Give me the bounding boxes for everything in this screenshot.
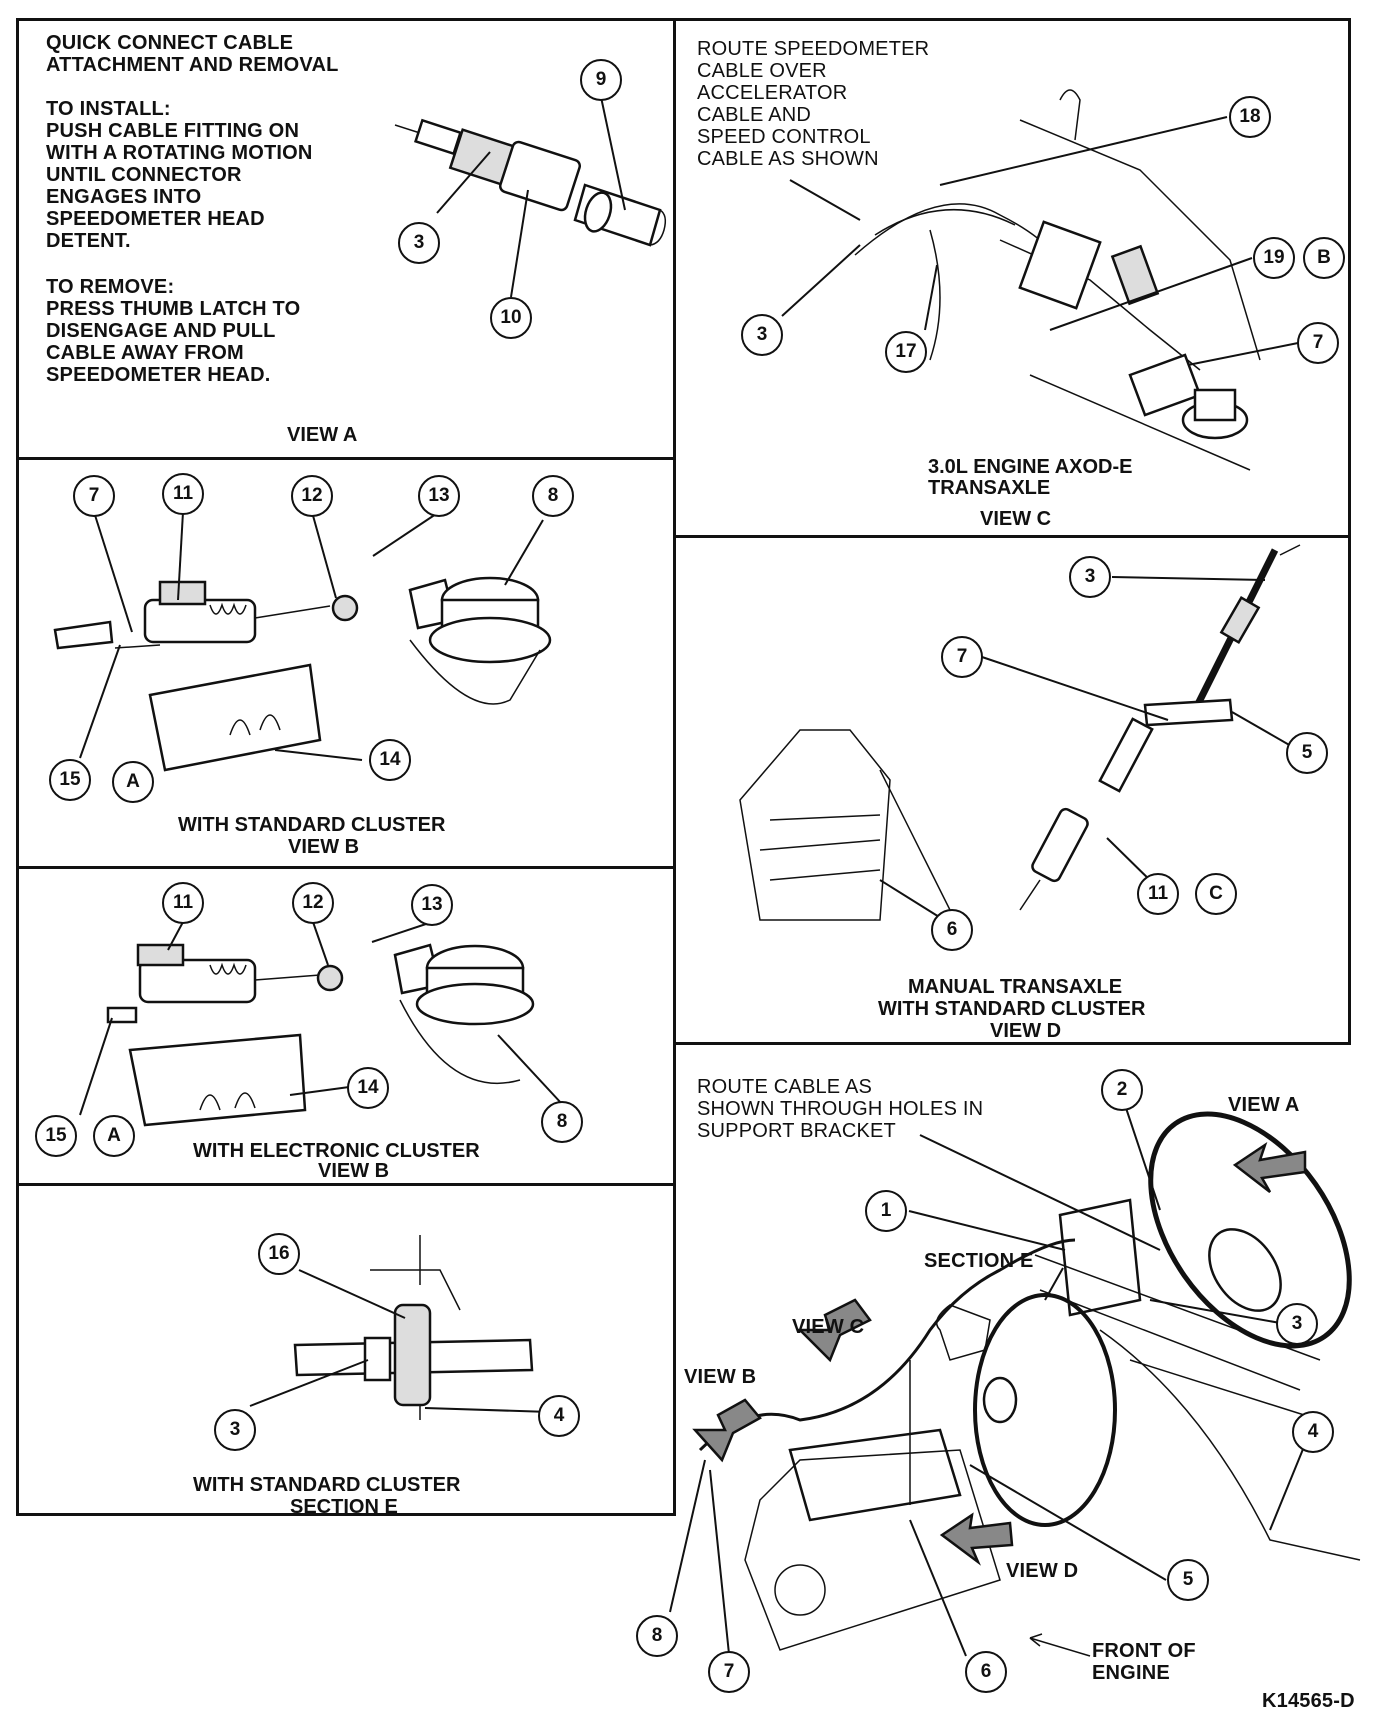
callout-3: 3 xyxy=(741,314,783,356)
callout-3: 3 xyxy=(214,1409,256,1451)
callout-17: 17 xyxy=(885,331,927,373)
view-c-note-line-5: SPEED CONTROL xyxy=(697,126,871,148)
quick-connect-cable-drawing xyxy=(394,118,667,247)
overview-label-front-line-2: ENGINE xyxy=(1092,1662,1170,1684)
callout-18: 18 xyxy=(1229,96,1271,138)
electronic-cluster-drawing xyxy=(106,943,535,1127)
callout-6: 6 xyxy=(965,1651,1007,1693)
callout-2: 2 xyxy=(1101,1069,1143,1111)
callout-3: 3 xyxy=(1276,1303,1318,1345)
overview-label-view-a: VIEW A xyxy=(1228,1094,1300,1116)
overview-label-view-b: VIEW B xyxy=(684,1366,757,1388)
figure-id: K14565-D xyxy=(1262,1690,1355,1712)
callout-10: 10 xyxy=(490,297,532,339)
callout-11: 11 xyxy=(162,473,204,515)
view-d-caption-line-3: VIEW D xyxy=(990,1020,1062,1042)
view-c-note-line-6: CABLE AS SHOWN xyxy=(697,148,879,170)
callout-a: A xyxy=(93,1115,135,1157)
overview-vehicle-drawing xyxy=(692,1111,1361,1657)
callout-3: 3 xyxy=(398,222,440,264)
view-c-note-line-3: ACCELERATOR xyxy=(697,82,848,104)
overview-label-section-e: SECTION E xyxy=(924,1250,1034,1272)
callout-13: 13 xyxy=(418,475,460,517)
callout-5: 5 xyxy=(1167,1559,1209,1601)
callout-b: B xyxy=(1303,237,1345,279)
view-c-engine-drawing xyxy=(854,89,1261,471)
view-b-standard-caption-line-2: VIEW B xyxy=(288,836,360,858)
view-a-install-line-5: ENGAGES INTO xyxy=(46,186,202,208)
view-c-note-line-1: ROUTE SPEEDOMETER xyxy=(697,38,930,60)
callout-14: 14 xyxy=(347,1067,389,1109)
view-b-electronic-caption-line-1: WITH ELECTRONIC CLUSTER xyxy=(193,1140,480,1162)
callout-1: 1 xyxy=(865,1190,907,1232)
overview-label-view-d: VIEW D xyxy=(1006,1560,1079,1582)
callout-4: 4 xyxy=(538,1395,580,1437)
section-e-caption-line-2: SECTION E xyxy=(290,1496,398,1518)
view-a-install-line-6: SPEEDOMETER HEAD xyxy=(46,208,265,230)
callout-14: 14 xyxy=(369,739,411,781)
callout-15: 15 xyxy=(35,1115,77,1157)
view-c-note-line-2: CABLE OVER xyxy=(697,60,827,82)
view-a-heading-line-2: ATTACHMENT AND REMOVAL xyxy=(46,54,339,76)
view-b-standard-caption-line-1: WITH STANDARD CLUSTER xyxy=(178,814,446,836)
callout-12: 12 xyxy=(292,882,334,924)
view-a-heading-line-1: QUICK CONNECT CABLE xyxy=(46,32,294,54)
callout-7: 7 xyxy=(941,636,983,678)
callout-19: 19 xyxy=(1253,237,1295,279)
callout-8: 8 xyxy=(541,1101,583,1143)
callout-8: 8 xyxy=(636,1615,678,1657)
view-a-remove-line-3: DISENGAGE AND PULL xyxy=(46,320,276,342)
callout-3: 3 xyxy=(1069,556,1111,598)
overview-note-line-2: SHOWN THROUGH HOLES IN xyxy=(697,1098,984,1120)
panel-view-a xyxy=(16,18,676,460)
view-a-caption: VIEW A xyxy=(287,424,358,446)
callout-13: 13 xyxy=(411,884,453,926)
view-a-remove-line-1: TO REMOVE: xyxy=(46,276,175,298)
view-a-remove-line-2: PRESS THUMB LATCH TO xyxy=(46,298,301,320)
callout-4: 4 xyxy=(1292,1411,1334,1453)
view-d-caption-line-2: WITH STANDARD CLUSTER xyxy=(878,998,1146,1020)
callout-8: 8 xyxy=(532,475,574,517)
overview-label-view-c: VIEW C xyxy=(792,1316,865,1338)
callout-leader-lines xyxy=(79,96,1311,1657)
view-a-install-line-4: UNTIL CONNECTOR xyxy=(46,164,242,186)
view-d-caption-line-1: MANUAL TRANSAXLE xyxy=(908,976,1123,998)
callout-9: 9 xyxy=(580,59,622,101)
callout-16: 16 xyxy=(258,1233,300,1275)
callout-a: A xyxy=(112,761,154,803)
view-a-install-line-1: TO INSTALL: xyxy=(46,98,171,120)
callout-7: 7 xyxy=(1297,322,1339,364)
callout-11: 11 xyxy=(162,882,204,924)
view-c-note-line-4: CABLE AND xyxy=(697,104,812,126)
view-a-remove-line-5: SPEEDOMETER HEAD. xyxy=(46,364,271,386)
view-c-caption-line-1: 3.0L ENGINE AXOD-E xyxy=(928,456,1133,478)
callout-7: 7 xyxy=(73,475,115,517)
view-c-caption-line-3: VIEW C xyxy=(980,508,1052,530)
view-a-install-line-7: DETENT. xyxy=(46,230,131,252)
view-a-install-line-3: WITH A ROTATING MOTION xyxy=(46,142,313,164)
view-b-electronic-caption-line-2: VIEW B xyxy=(318,1160,390,1182)
callout-11: 11 xyxy=(1137,873,1179,915)
view-a-remove-line-4: CABLE AWAY FROM xyxy=(46,342,244,364)
callout-15: 15 xyxy=(49,759,91,801)
section-e-drawing xyxy=(293,1235,534,1420)
overview-label-front-line-1: FRONT OF xyxy=(1092,1640,1196,1662)
view-a-install-line-2: PUSH CABLE FITTING ON xyxy=(46,120,300,142)
section-e-caption-line-1: WITH STANDARD CLUSTER xyxy=(193,1474,461,1496)
view-d-transaxle-drawing xyxy=(739,544,1301,931)
overview-note-line-3: SUPPORT BRACKET xyxy=(697,1120,896,1142)
view-c-caption-line-2: TRANSAXLE xyxy=(928,477,1051,499)
callout-c: C xyxy=(1195,873,1237,915)
callout-5: 5 xyxy=(1286,732,1328,774)
callout-7: 7 xyxy=(708,1651,750,1693)
callout-12: 12 xyxy=(291,475,333,517)
standard-cluster-drawing xyxy=(53,576,552,772)
overview-note-line-1: ROUTE CABLE AS xyxy=(697,1076,873,1098)
callout-6: 6 xyxy=(931,909,973,951)
